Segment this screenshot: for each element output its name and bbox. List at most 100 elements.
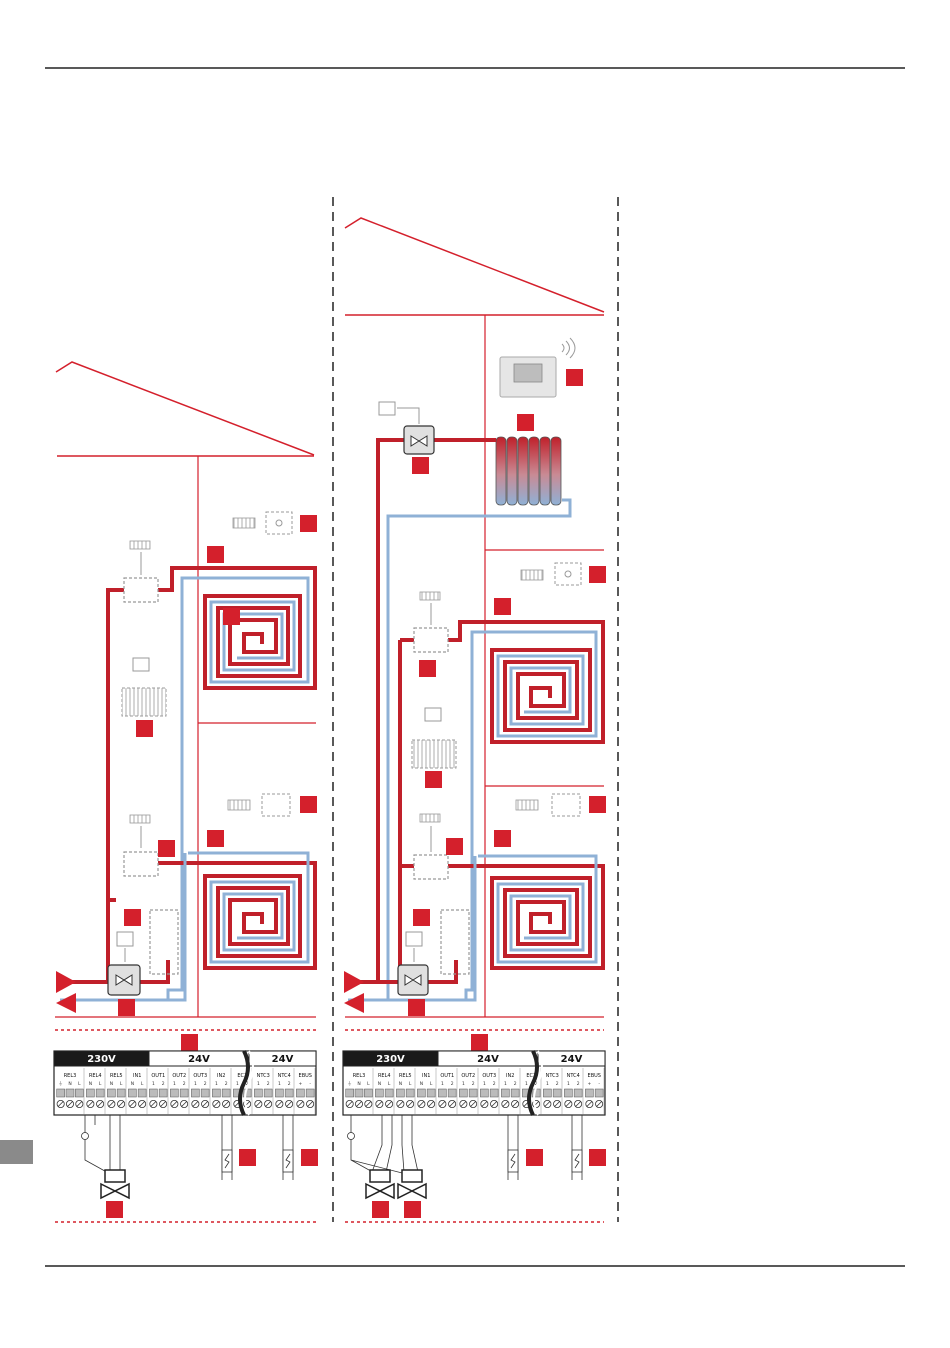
terminal-label: REL4 <box>89 1073 102 1079</box>
terminal-clamp <box>285 1089 293 1097</box>
terminal-label: NTC3 <box>546 1073 559 1079</box>
terminal-pin-label: 1 <box>236 1081 239 1087</box>
terminal-strip: 230V24V24VREL3⏚NLREL4NLREL5NLIN1NLOUT112… <box>54 1051 316 1115</box>
room-sensor-icon <box>262 794 290 816</box>
radiator-icon <box>233 518 255 528</box>
terminal-pin-label: 2 <box>183 1081 186 1087</box>
marker <box>566 369 583 386</box>
terminal-label: IN1 <box>133 1073 141 1079</box>
terminal-clamp <box>75 1089 83 1097</box>
actuator-valve-icon <box>402 1170 422 1182</box>
terminal-clamp <box>511 1089 519 1097</box>
marker <box>404 1201 421 1218</box>
terminal-group-label: 230V <box>376 1054 405 1065</box>
terminal-clamp <box>438 1089 446 1097</box>
wireless-signal-icon <box>562 338 575 358</box>
terminal-clamp <box>201 1089 209 1097</box>
terminal-clamp <box>469 1089 477 1097</box>
terminal-pin-label: 2 <box>577 1081 580 1087</box>
marker <box>408 999 425 1016</box>
radiator-icon <box>228 800 250 810</box>
marker <box>471 1034 488 1051</box>
left-panel: 230V24V24VREL3⏚NLREL4NLREL5NLIN1NLOUT112… <box>54 362 318 1222</box>
terminal-group-label: 24V <box>272 1054 294 1065</box>
terminal-label: OUT1 <box>151 1073 165 1079</box>
radiator-icon <box>122 688 166 716</box>
marker <box>118 999 135 1016</box>
room-sensor-icon <box>266 512 292 534</box>
terminal-clamp <box>128 1089 136 1097</box>
radiator-icon <box>516 800 538 810</box>
terminal-group-label: 24V <box>188 1054 210 1065</box>
terminal-pin-label: 2 <box>493 1081 496 1087</box>
terminal-pin-label: 1 <box>278 1081 281 1087</box>
terminal-clamp <box>406 1089 414 1097</box>
terminal-clamp <box>254 1089 262 1097</box>
terminal-clamp <box>346 1089 354 1097</box>
terminal-pin-label: 1 <box>483 1081 486 1087</box>
marker <box>589 796 606 813</box>
radiator-icon <box>420 814 440 822</box>
terminal-label: OUT1 <box>440 1073 454 1079</box>
terminal-pin-label: 2 <box>288 1081 291 1087</box>
terminal-clamp <box>170 1089 178 1097</box>
marker <box>589 566 606 583</box>
terminal-pin-label: N <box>378 1081 381 1087</box>
terminal-pin-label: N <box>420 1081 423 1087</box>
supply-pipe <box>108 590 124 980</box>
terminal-label: REL5 <box>110 1073 123 1079</box>
terminal-pin-label: 1 <box>567 1081 570 1087</box>
room-sensor-icon <box>133 658 149 671</box>
terminal-clamp <box>448 1089 456 1097</box>
zone-valve-icon <box>414 855 448 879</box>
terminal-label: OUT3 <box>193 1073 207 1079</box>
marker <box>413 909 430 926</box>
thermostat-icon <box>379 402 395 415</box>
marker <box>136 720 153 737</box>
terminal-label: NTC4 <box>567 1073 580 1079</box>
marker <box>207 546 224 563</box>
terminal-pin-label: 1 <box>462 1081 465 1087</box>
marker <box>419 660 436 677</box>
marker <box>300 796 317 813</box>
terminal-label: NTC4 <box>278 1073 291 1079</box>
terminal-clamp <box>212 1089 220 1097</box>
marker <box>207 830 224 847</box>
terminal-clamp <box>574 1089 582 1097</box>
terminal-clamp <box>149 1089 157 1097</box>
radiator-icon <box>412 740 456 768</box>
terminal-pin-label: 2 <box>204 1081 207 1087</box>
terminal-label: NTC3 <box>257 1073 270 1079</box>
terminal-clamp <box>553 1089 561 1097</box>
terminal-pin-label: 2 <box>225 1081 228 1087</box>
terminal-pin-label: 2 <box>162 1081 165 1087</box>
radiator-icon <box>130 541 150 549</box>
radiator-icon <box>130 815 150 823</box>
terminal-clamp <box>264 1089 272 1097</box>
terminal-label: REL5 <box>399 1073 412 1079</box>
terminal-clamp <box>501 1089 509 1097</box>
marker <box>124 909 141 926</box>
marker <box>412 457 429 474</box>
wire <box>351 1115 410 1175</box>
terminal-clamp <box>96 1089 104 1097</box>
terminal-label: REL3 <box>64 1073 77 1079</box>
radiator-icon <box>521 570 543 580</box>
terminal-pin-label: 1 <box>525 1081 528 1087</box>
house-roof-icon <box>345 218 604 312</box>
terminal-pin-label: 1 <box>546 1081 549 1087</box>
supply-pipe <box>140 960 168 982</box>
terminal-clamp <box>490 1089 498 1097</box>
terminal-label: EBUS <box>299 1073 312 1079</box>
marker <box>239 1149 256 1166</box>
signal-arrow <box>397 408 419 424</box>
terminal-pin-label: 1 <box>257 1081 260 1087</box>
marker <box>446 838 463 855</box>
terminal-pin-label: N <box>399 1081 402 1087</box>
terminal-clamp <box>375 1089 383 1097</box>
terminal-pin-label: 1 <box>194 1081 197 1087</box>
marker <box>526 1149 543 1166</box>
terminal-clamp <box>396 1089 404 1097</box>
terminal-pin-label: N <box>110 1081 113 1087</box>
terminal-group-label: 24V <box>477 1054 499 1065</box>
